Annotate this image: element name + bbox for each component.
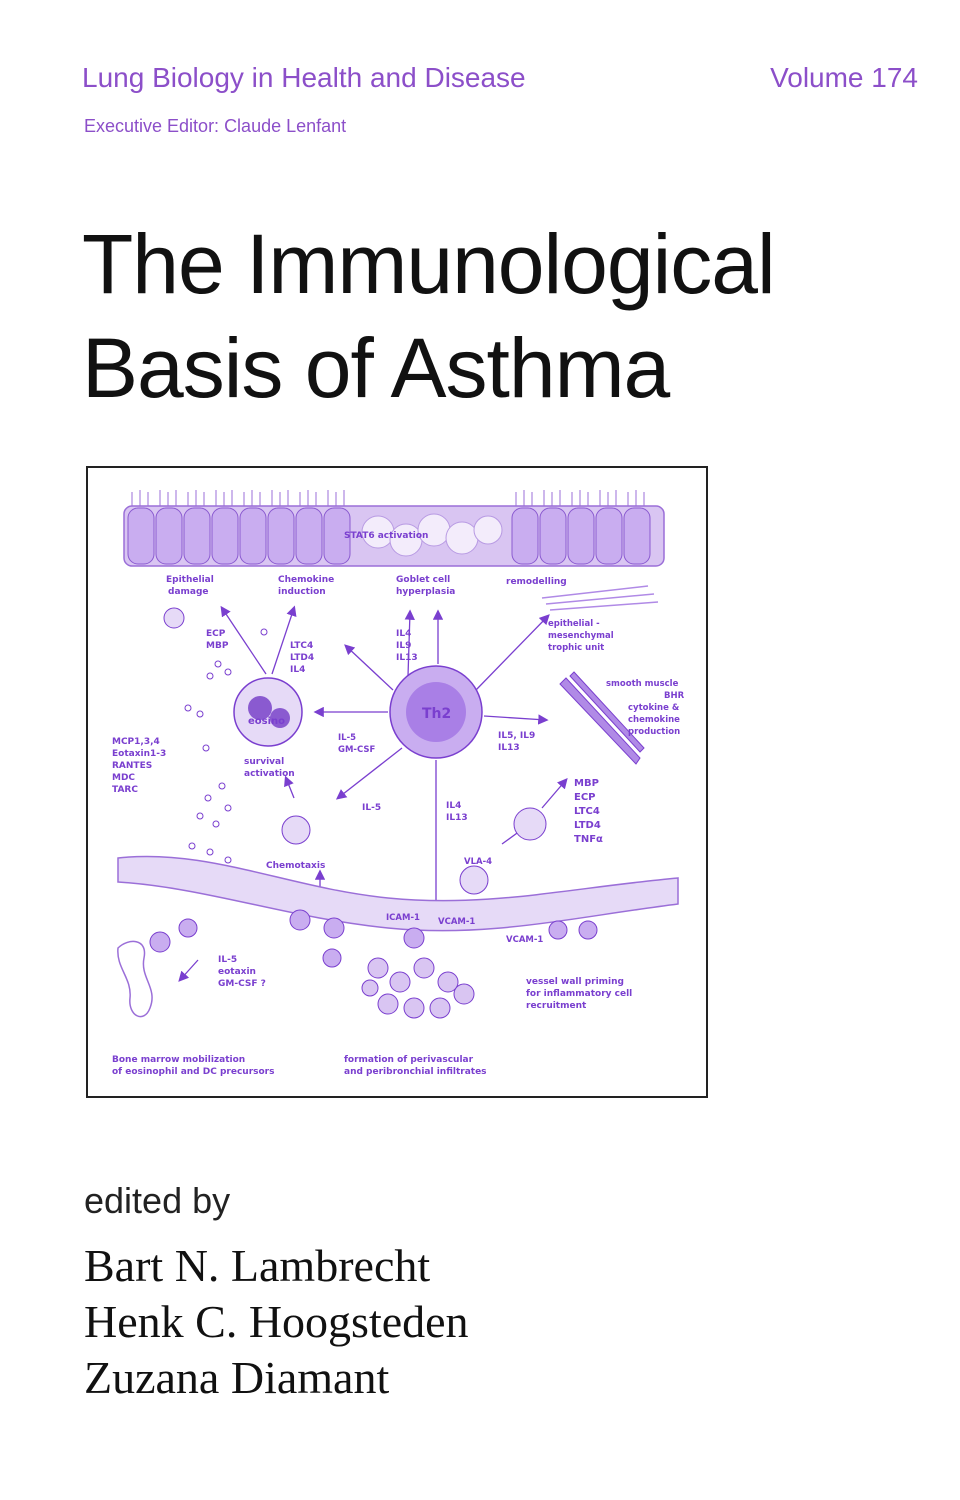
blood-vessel xyxy=(117,855,679,968)
epithelium-layer: STAT6 activation xyxy=(123,490,665,567)
cover-illustration: STAT6 activation Epithelial damage Chemo… xyxy=(86,466,708,1098)
label-vcam1b: VCAM-1 xyxy=(506,935,543,945)
editor-names: Bart N. Lambrecht Henk C. Hoogsteden Zuz… xyxy=(84,1238,469,1406)
label-vessel-3: recruitment xyxy=(526,1001,587,1011)
label-ltc4: LTC4 xyxy=(290,641,313,651)
label-rantes: RANTES xyxy=(112,761,152,771)
label-ltc4b: LTC4 xyxy=(574,806,600,817)
executive-editor: Executive Editor: Claude Lenfant xyxy=(84,116,347,136)
editor-name: Henk C. Hoogsteden xyxy=(84,1296,469,1347)
eosinophil-cell: eosino xyxy=(233,677,303,747)
label-survival-1: survival xyxy=(244,757,284,767)
label-chemotaxis: Chemotaxis xyxy=(266,861,325,871)
label-vessel-1: vessel wall priming xyxy=(526,977,624,987)
label-mcp: MCP1,3,4 xyxy=(112,737,160,747)
label-ecp2: ECP xyxy=(574,792,596,803)
editor-name: Bart N. Lambrecht xyxy=(84,1240,431,1291)
label-chemokine-2: induction xyxy=(278,587,326,597)
pathway-arrows xyxy=(178,605,568,982)
label-emtu-1: epithelial - xyxy=(548,619,600,629)
volume-number: Volume 174 xyxy=(770,62,918,93)
label-il5b: IL-5 xyxy=(362,803,381,813)
label-eotaxin13: Eotaxin1-3 xyxy=(112,749,166,759)
label-goblet-1: Goblet cell xyxy=(396,575,450,585)
label-survival-2: activation xyxy=(244,769,295,779)
label-mdc: MDC xyxy=(112,773,135,783)
label-il9: IL9 xyxy=(396,641,411,651)
label-il4a: IL4 xyxy=(290,665,305,675)
bone-marrow-icon xyxy=(117,940,153,1018)
label-vcam1a: VCAM-1 xyxy=(438,917,475,927)
label-smooth-3: cytokine & xyxy=(628,703,680,713)
fibers-icon xyxy=(541,585,659,611)
label-il5-gmcsf-2: GM-CSF xyxy=(338,745,375,755)
label-eosino: eosino xyxy=(248,716,285,727)
label-il5-il9-1: IL5, IL9 xyxy=(498,731,535,741)
label-goblet-2: hyperplasia xyxy=(396,587,455,597)
infiltrate-cluster xyxy=(361,957,475,1019)
edited-by-label: edited by xyxy=(84,1180,231,1221)
label-peri-2: and peribronchial infiltrates xyxy=(344,1067,487,1077)
label-il13a: IL13 xyxy=(396,653,418,663)
label-peri-1: formation of perivascular xyxy=(344,1055,474,1065)
editor-name: Zuzana Diamant xyxy=(84,1352,390,1403)
book-title: The Immunological Basis of Asthma xyxy=(82,212,776,420)
label-bone-1: Bone marrow mobilization xyxy=(112,1055,245,1065)
title-line-1: The Immunological xyxy=(82,217,776,311)
label-chemokine-1: Chemokine xyxy=(278,575,334,585)
title-line-2: Basis of Asthma xyxy=(82,321,670,415)
label-vessel-2: for inflammatory cell xyxy=(526,989,632,999)
series-title: Lung Biology in Health and Disease xyxy=(82,62,526,93)
label-vla4: VLA-4 xyxy=(464,857,492,867)
label-il4c: IL4 xyxy=(446,801,461,811)
label-mbp: MBP xyxy=(206,641,229,651)
label-epithelial-damage-2: damage xyxy=(168,587,209,597)
label-eotaxin: eotaxin xyxy=(218,967,256,977)
label-ltd4: LTD4 xyxy=(290,653,314,663)
label-smooth-4: chemokine xyxy=(628,715,680,725)
label-smooth-1: smooth muscle xyxy=(606,679,679,689)
label-smooth-5: production xyxy=(628,727,680,737)
small-cells xyxy=(163,607,547,895)
label-mbp2: MBP xyxy=(574,778,599,789)
label-icam1: ICAM-1 xyxy=(386,913,420,923)
label-emtu-3: trophic unit xyxy=(548,643,604,653)
smooth-muscle-icon xyxy=(559,671,645,765)
label-epithelial-damage-1: Epithelial xyxy=(166,575,214,585)
label-tarc: TARC xyxy=(112,785,138,795)
label-emtu-2: mesenchymal xyxy=(548,631,614,641)
label-il4b: IL4 xyxy=(396,629,411,639)
label-ecp: ECP xyxy=(206,629,226,639)
label-gmcsf: GM-CSF ? xyxy=(218,979,266,989)
label-tnfa: TNFα xyxy=(574,834,603,845)
label-il5-gmcsf-1: IL-5 xyxy=(338,733,356,743)
th2-cell: Th2 xyxy=(389,665,483,759)
label-stat6: STAT6 activation xyxy=(344,531,428,541)
label-smooth-2: BHR xyxy=(664,691,685,701)
label-il5c: IL-5 xyxy=(218,955,237,965)
asthma-pathway-diagram: STAT6 activation Epithelial damage Chemo… xyxy=(112,490,685,1077)
label-il13b: IL13 xyxy=(446,813,468,823)
label-ltd4b: LTD4 xyxy=(574,820,601,831)
label-remodelling: remodelling xyxy=(506,577,567,587)
label-th2: Th2 xyxy=(422,706,451,722)
label-bone-2: of eosinophil and DC precursors xyxy=(112,1067,274,1077)
label-il5-il9-2: IL13 xyxy=(498,743,520,753)
chemokine-dots xyxy=(184,628,268,864)
